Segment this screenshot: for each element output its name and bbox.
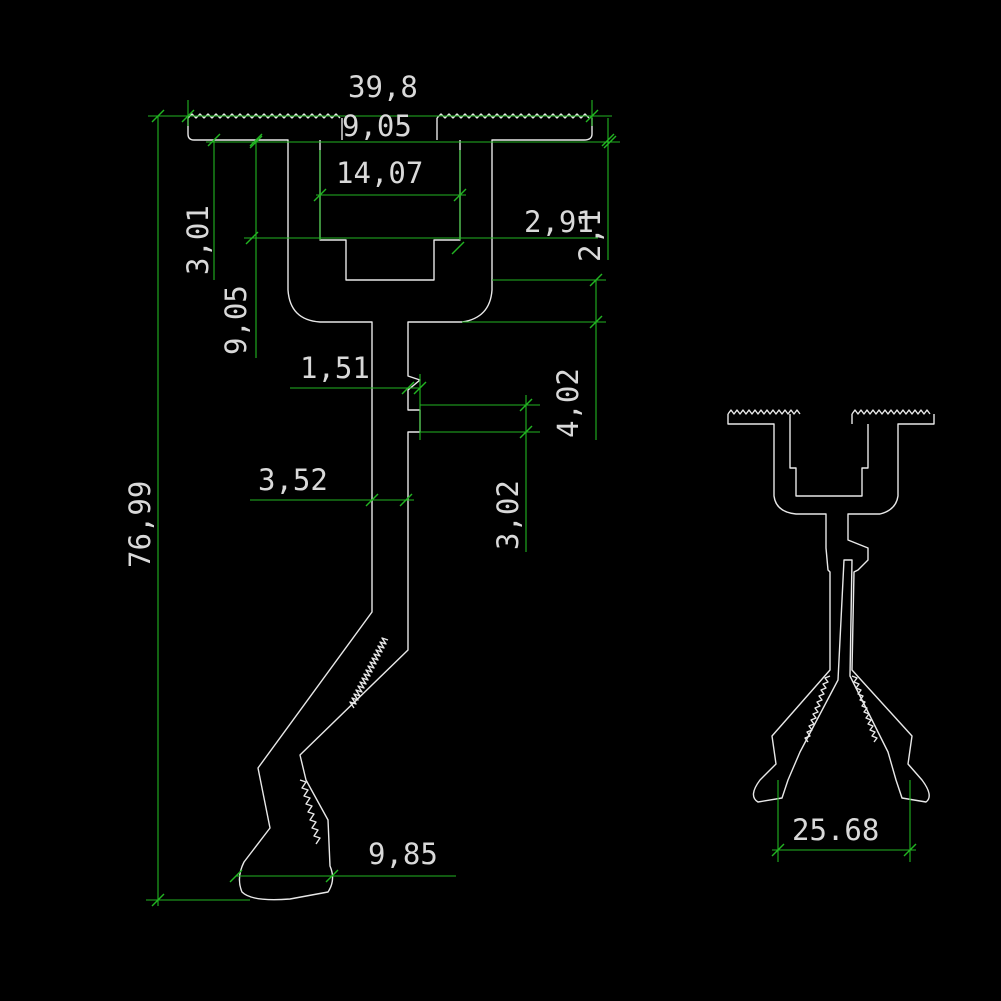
right-profile-body [727,414,935,803]
left-profile-body [187,118,593,901]
left-web-serrations [299,637,389,845]
dim-notch-spacing-a: 4,02 [551,368,585,438]
right-top-serrations [727,409,931,415]
dim-slot-width: 14,07 [336,156,423,190]
dim-foot-width: 9,85 [368,837,438,871]
left-dimension-labels: 39,8 9,05 14,07 2,91 2,1 3,01 9,05 1,51 … [123,70,607,871]
dim-web-thickness: 3,52 [258,463,328,497]
dim-notch-spacing-b: 3,02 [491,480,525,550]
dim-web-notch: 1,51 [300,351,370,385]
dim-overall-height: 76,99 [123,481,157,568]
dim-overall-width: 39,8 [348,70,418,104]
dim-flange-thickness: 3,01 [181,205,215,275]
left-center-slot [319,140,461,281]
left-dimension-lines [146,100,620,907]
dim-jaw-opening: 25.68 [792,813,879,847]
right-center-slot [789,424,869,497]
right-profile [727,409,935,803]
left-top-serrations [187,113,590,119]
dim-lip-step: 2,91 [524,205,594,239]
dim-lip-height-right: 2,1 [573,210,607,262]
right-dimension-lines [771,780,917,862]
dim-flange-span: 9,05 [342,109,412,143]
dim-flange-depth-left: 9,05 [219,285,253,355]
right-jaw-serrations [804,675,878,743]
left-profile [187,113,593,901]
